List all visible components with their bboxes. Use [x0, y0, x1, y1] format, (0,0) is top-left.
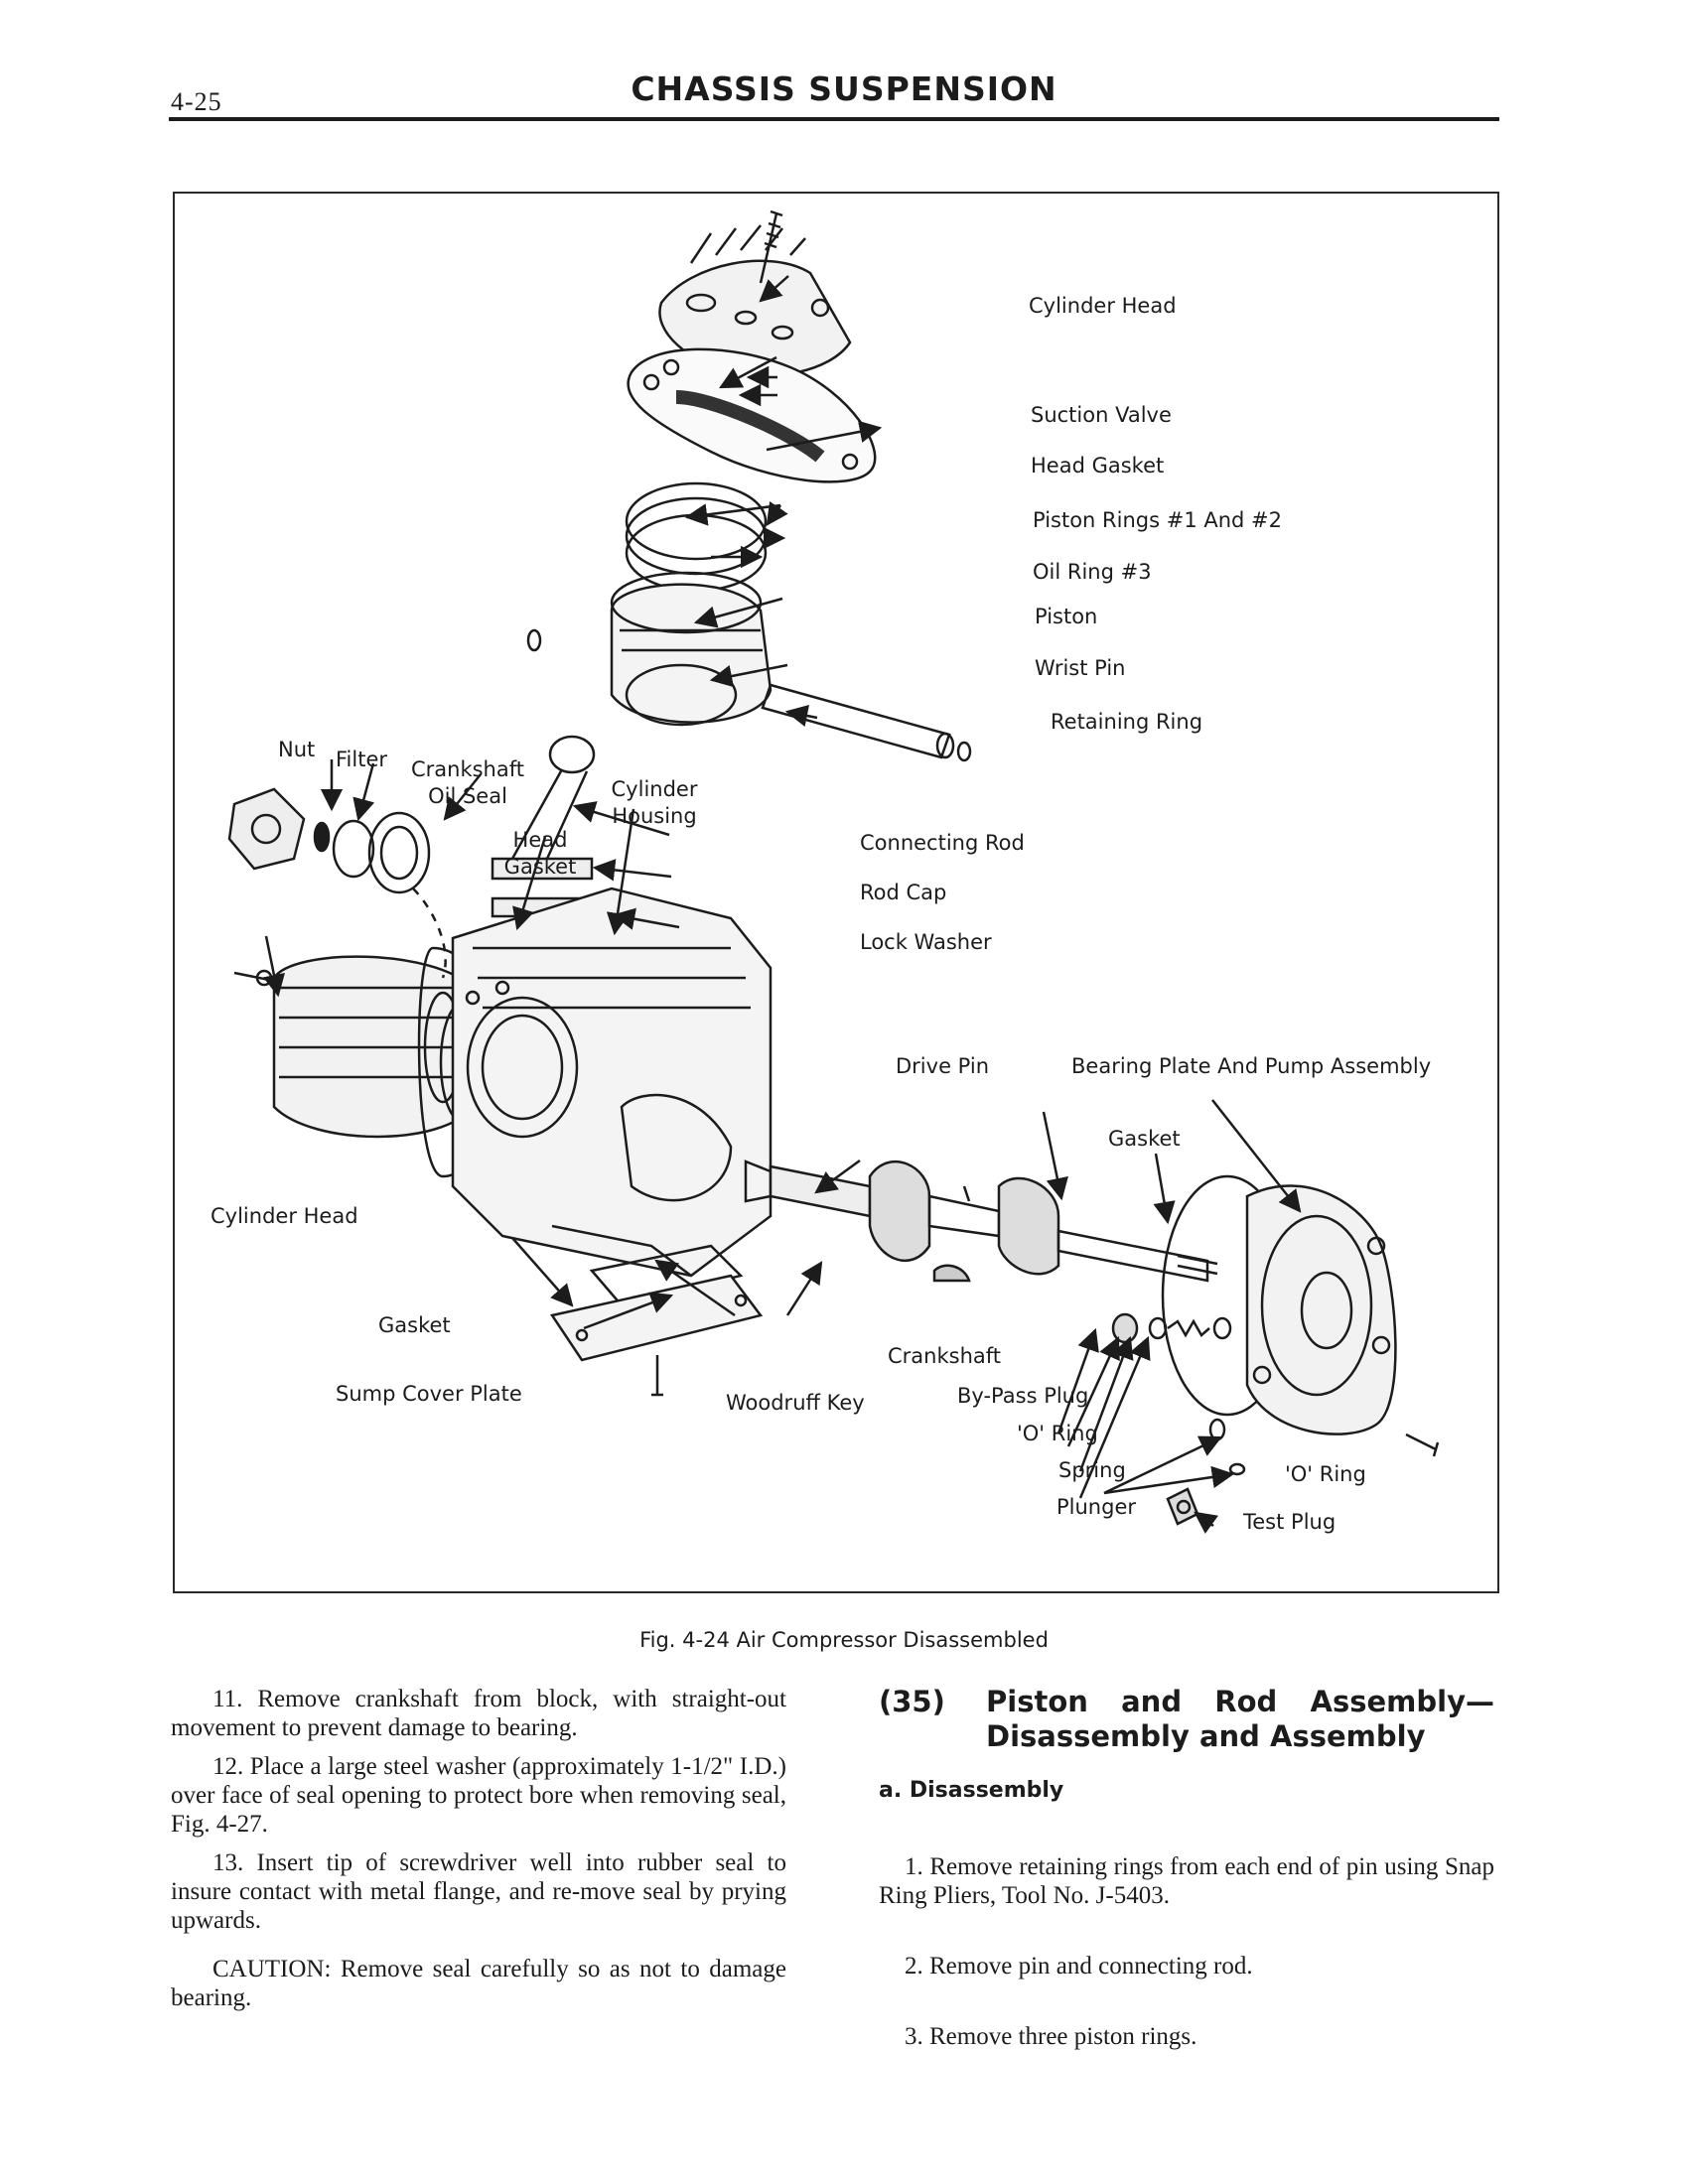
leader-lines — [262, 275, 1302, 1534]
label-crankshaft: Crankshaft — [888, 1344, 1002, 1368]
caution-note: CAUTION: Remove seal carefully so as not… — [171, 1956, 786, 2011]
step-2: 2. Remove pin and connecting rod. — [905, 1953, 1253, 1979]
suction-valve-gasket-drawing — [627, 347, 877, 483]
step-13: 13. Insert tip of screwdriver well into … — [171, 1849, 786, 1934]
section-title: Piston and Rod Assembly— Disassembly and… — [986, 1685, 1494, 1753]
label-bypass-plug: By-Pass Plug — [957, 1384, 1089, 1408]
label-rod-cap: Rod Cap — [860, 881, 947, 904]
label-crankshaft-oil-seal: Crankshaft Oil Seal — [410, 757, 524, 808]
bearing-plate-drawing — [1161, 1174, 1397, 1435]
label-bearing-plate: Bearing Plate And Pump Assembly — [1071, 1054, 1432, 1078]
label-connecting-rod: Connecting Rod — [860, 831, 1025, 855]
label-filter: Filter — [336, 748, 388, 771]
section-heading: (35) Piston and Rod Assembly— Disassembl… — [879, 1685, 1494, 1754]
left-column: 11. Remove crankshaft from block, with s… — [171, 1685, 786, 2022]
nut-filter-seal-drawing — [227, 787, 447, 979]
label-plunger: Plunger — [1056, 1495, 1137, 1519]
top-cylinder-head-drawing — [658, 209, 852, 377]
label-piston-rings: Piston Rings #1 And #2 — [1033, 508, 1282, 532]
cylinder-housing-drawing — [451, 887, 773, 1278]
left-cylinder-head-drawing — [233, 955, 475, 1139]
right-column: (35) Piston and Rod Assembly— Disassembl… — [879, 1685, 1494, 2093]
label-head-gasket-top: Head Gasket — [1031, 454, 1165, 478]
page-number: 4-25 — [171, 87, 222, 116]
label-sump-cover-plate: Sump Cover Plate — [336, 1382, 522, 1406]
page-header-title: CHASSIS SUSPENSION — [631, 69, 1057, 108]
step-1: 1. Remove retaining rings from each end … — [879, 1853, 1494, 1909]
label-suction-valve: Suction Valve — [1031, 403, 1172, 427]
label-head-gasket-left: Head Gasket — [503, 828, 577, 879]
header-rule — [169, 117, 1499, 121]
label-lock-washer: Lock Washer — [860, 930, 992, 954]
label-gasket-right: Gasket — [1108, 1127, 1181, 1151]
label-oil-ring: Oil Ring #3 — [1033, 560, 1152, 584]
step-11: 11. Remove crankshaft from block, with s… — [171, 1686, 786, 1741]
label-piston: Piston — [1035, 605, 1098, 628]
label-spring: Spring — [1058, 1458, 1126, 1482]
piston-rings-drawing — [625, 481, 768, 593]
label-cylinder-housing: Cylinder Housing — [611, 777, 698, 828]
label-gasket-bottom: Gasket — [378, 1313, 451, 1337]
label-retaining-ring: Retaining Ring — [1051, 710, 1203, 734]
subsection-heading: a. Disassembly — [879, 1778, 1064, 1803]
label-wrist-pin: Wrist Pin — [1035, 656, 1126, 680]
label-test-plug: Test Plug — [1243, 1510, 1336, 1534]
wrist-pin-drawing — [761, 683, 972, 762]
section-number: (35) — [879, 1685, 945, 1718]
label-drive-pin: Drive Pin — [896, 1054, 990, 1078]
label-cylinder-head-left: Cylinder Head — [211, 1204, 358, 1228]
piston-drawing — [526, 571, 773, 727]
step-3: 3. Remove three piston rings. — [905, 2023, 1197, 2050]
label-o-ring-right: 'O' Ring — [1285, 1462, 1366, 1486]
label-o-ring-left: 'O' Ring — [1017, 1422, 1098, 1445]
compressor-illustration — [227, 209, 1440, 1534]
crankshaft-drawing — [744, 1160, 1218, 1283]
figure-frame: Cylinder Head Suction Valve Head Gasket … — [173, 192, 1499, 1593]
label-cylinder-head-top: Cylinder Head — [1029, 294, 1177, 318]
label-nut: Nut — [278, 738, 316, 761]
figure-caption: Fig. 4-24 Air Compressor Disassembled — [639, 1628, 1049, 1652]
label-woodruff-key: Woodruff Key — [726, 1391, 865, 1415]
bypass-parts-drawing — [1111, 1312, 1440, 1526]
step-12: 12. Place a large steel washer (approxim… — [171, 1753, 786, 1838]
